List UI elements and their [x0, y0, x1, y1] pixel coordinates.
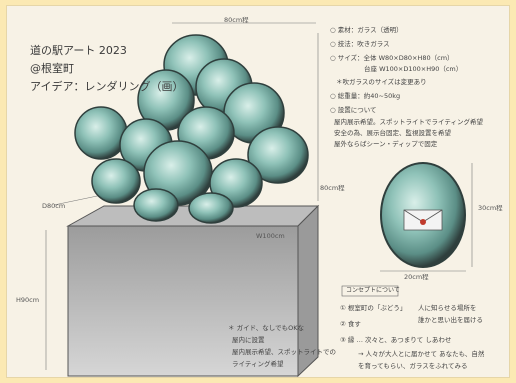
spec-line: 屋内展示希望。スポットライトでライティング希望	[334, 118, 483, 126]
concept-header: コンセプトについて	[346, 287, 400, 294]
depth-label: D80cm	[42, 202, 66, 210]
note-line: 屋内に設置	[232, 336, 265, 344]
sculpture-drawing	[45, 22, 473, 378]
spec-line: ○ 技法：吹きガラス	[330, 40, 390, 48]
concept-line: ③ 縁 … 次々と、あつまりて しあわせ	[340, 336, 452, 344]
spec-line: ○ 設置について	[330, 106, 377, 114]
concept-line: ① 根室町の「ぶどう」	[340, 304, 407, 312]
pedestal-height-label: H90cm	[16, 296, 40, 304]
sketch-sheet: 道の駅アート 2023 @根室町 アイデア：レンダリング（画） 80cm程 D8…	[6, 5, 510, 378]
spec-line: 屋外ならばシーン・ディップで固定	[334, 140, 438, 148]
sculpture-height-label: 80cm程	[320, 184, 345, 192]
concept-line: ② 食す	[340, 320, 361, 328]
detail-glass-ball	[380, 162, 473, 272]
pedestal	[66, 204, 320, 378]
detail-height-label: 30cm程	[478, 204, 503, 212]
note-line: 屋内展示希望、スポットライトでの	[232, 348, 336, 356]
title-line3: アイデア：レンダリング（画）	[30, 80, 184, 93]
spec-line: 安全の為、展示台固定、監視設置を希望	[334, 129, 451, 137]
glass-cluster	[74, 34, 309, 224]
title-line2: @根室町	[30, 62, 74, 75]
title-line1: 道の駅アート 2023	[30, 44, 127, 57]
depth-dim-line	[53, 194, 103, 206]
concept-line: → 人々が大人とに届かせて あなたも、自然	[358, 350, 485, 358]
spec-line: 台座 W100×D100×H90（cm）	[364, 65, 463, 73]
concept-line: を育ってもらい、ガラスをふれてみる	[358, 362, 468, 370]
spec-line: ○ サイズ：全体 W80×D80×H80（cm）	[330, 54, 454, 62]
note-line: ＊ ガイド、なしでもOKな	[228, 324, 304, 332]
spec-line: ○ 素材：ガラス（透明）	[330, 26, 403, 34]
concept-line: 人に知らせる場所を	[418, 304, 477, 312]
spec-line: ＊吹ガラスのサイズは変更あり	[336, 78, 427, 86]
top-width-label: 80cm程	[224, 16, 249, 24]
pedestal-width-label: W100cm	[256, 232, 285, 240]
concept-line: 誰かと思い出を届ける	[418, 316, 483, 324]
spec-line: ○ 総重量：約40~50kg	[330, 92, 401, 100]
detail-width-label: 20cm程	[404, 273, 429, 281]
concept-header-box	[341, 285, 399, 297]
note-line: ライティング希望	[232, 360, 284, 368]
